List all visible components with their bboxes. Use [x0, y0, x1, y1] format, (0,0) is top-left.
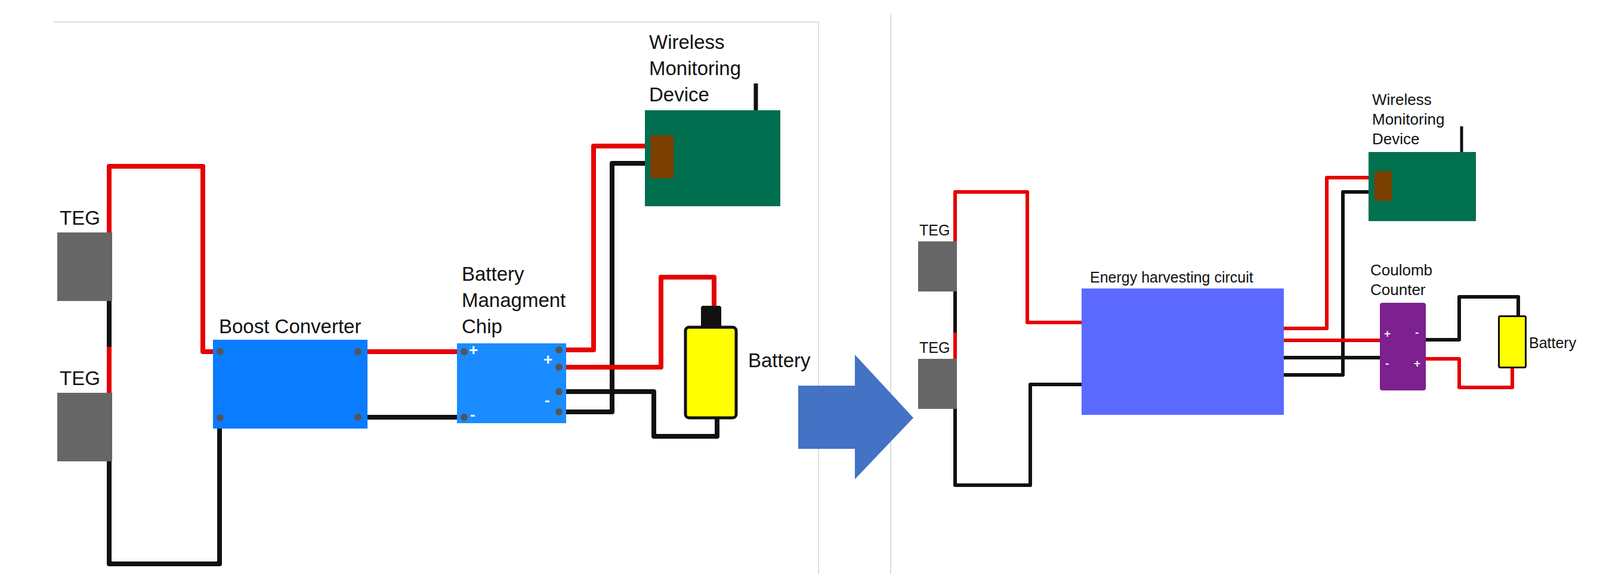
connector-socket: [650, 135, 674, 179]
wire: [109, 166, 213, 352]
node-label: Battery: [748, 348, 838, 373]
node-label: TEG: [919, 221, 968, 240]
wire: [1283, 338, 1380, 343]
battery-symbol: [683, 306, 738, 420]
node-label: Battery: [1529, 334, 1595, 352]
wire: [1283, 356, 1380, 360]
wire: [566, 163, 645, 413]
pin-dot: [460, 414, 468, 422]
series-link: [106, 347, 112, 394]
battery-cell: [685, 327, 737, 419]
node-label: Battery Managment Chip: [461, 261, 576, 341]
battery: Battery: [1497, 315, 1527, 369]
pin-dot: [216, 414, 224, 422]
node-label: TEG: [59, 366, 144, 391]
pin-dot: [354, 348, 362, 356]
pin-label: -: [1415, 326, 1419, 339]
node-label: Wireless Monitoring Device: [1372, 90, 1462, 150]
node-label: Boost Converter: [218, 314, 422, 339]
pin-label: +: [468, 342, 478, 358]
teg-module: TEG: [57, 393, 113, 462]
wire: [955, 384, 1082, 486]
panel-border: [817, 22, 820, 574]
node-label: Coulomb Counter: [1370, 260, 1448, 301]
wire: [367, 415, 457, 420]
wire: [367, 349, 457, 355]
pin-dot: [216, 348, 224, 356]
teg-module: TEG: [57, 232, 113, 302]
teg-module: TEG: [918, 359, 957, 410]
pin-dot: [555, 346, 563, 354]
energy-harvesting-circuit: Energy harvesting circuit: [1081, 288, 1284, 416]
wire: [1283, 192, 1369, 376]
pin-label: -: [470, 406, 476, 423]
pin-label: +: [1384, 328, 1391, 340]
wire: [953, 291, 957, 360]
wire: [109, 428, 220, 565]
connector-socket: [1374, 171, 1392, 202]
wireless-device: Wireless Monitoring Device: [1368, 152, 1476, 222]
transition-arrow: [798, 354, 914, 480]
pin-label: -: [1385, 357, 1389, 370]
pin-dot: [555, 363, 563, 372]
wireless-device: Wireless Monitoring Device: [644, 110, 781, 207]
panel-border: [53, 21, 819, 23]
node-label: TEG: [919, 338, 968, 357]
wire: [566, 146, 645, 351]
pin-dot: [354, 414, 362, 422]
panel-border: [890, 13, 892, 574]
node-label: TEG: [59, 206, 144, 231]
wire: [955, 192, 1082, 323]
coulomb-counter: Coulomb Counter: [1379, 303, 1426, 391]
node-label: Energy harvesting circuit: [1089, 268, 1341, 287]
pin-label: +: [1413, 357, 1421, 370]
boost-converter: Boost Converter: [212, 340, 368, 429]
pin-dot: [555, 408, 563, 416]
teg-module: TEG: [918, 241, 957, 292]
pin-dot: [555, 388, 563, 396]
battery: Battery: [683, 306, 738, 420]
wire: [1283, 177, 1369, 329]
pin-dot: [460, 348, 468, 356]
pin-label: -: [544, 392, 551, 409]
wire: [106, 301, 112, 394]
series-link: [953, 332, 957, 360]
node-label: Wireless Monitoring Device: [649, 29, 787, 108]
pin-label: +: [543, 351, 553, 368]
